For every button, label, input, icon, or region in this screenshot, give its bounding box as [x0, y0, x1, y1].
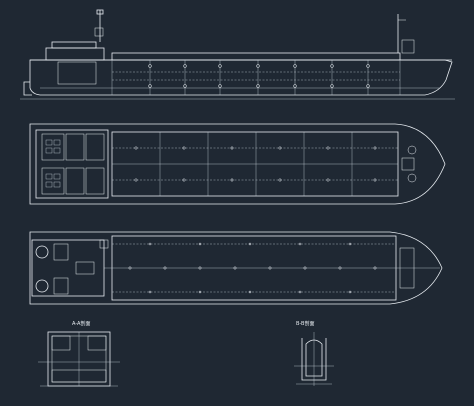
- section-a: A-A剖面: [38, 320, 120, 387]
- profile-superstructure-lower: [45, 47, 105, 61]
- deck-plan-room-6: [85, 167, 105, 195]
- hold-plan-gearbox: [75, 261, 95, 275]
- section-b-inner-shell: [305, 339, 323, 377]
- deck-plan-forecastle-house: [401, 157, 415, 171]
- hold-plan-tank-stbd-aft: [35, 279, 49, 293]
- profile-view: [20, 9, 455, 100]
- deck-plan-hatch-panels: [112, 132, 398, 196]
- hold-plan-outline: [29, 231, 443, 305]
- deck-plan-outline: [29, 123, 446, 205]
- deck-plan-room-2: [65, 133, 85, 161]
- deck-plan-fixtures: [45, 139, 61, 188]
- hold-plan-fore-peak: [399, 247, 415, 289]
- hold-plan-frame-markers: [128, 242, 377, 294]
- deck-plan-room-4: [41, 167, 65, 195]
- profile-superstructure-upper: [51, 41, 97, 49]
- section-a-double-bottom: [51, 369, 107, 383]
- deck-plan-room-1: [41, 133, 65, 161]
- deck-plan-windlass-stbd: [407, 173, 417, 183]
- section-a-wing-tank-port: [51, 335, 71, 351]
- deck-plan-room-3: [85, 133, 105, 161]
- profile-engine-room: [57, 61, 97, 85]
- hold-plan-engine-room: [31, 239, 105, 297]
- deck-plan-room-5: [65, 167, 85, 195]
- profile-hull-outline: [29, 59, 453, 96]
- section-b-title: B-B剖面: [296, 320, 315, 327]
- hold-plan-engine-stbd: [53, 277, 69, 295]
- section-a-title: A-A剖面: [72, 320, 90, 327]
- profile-hatch-coaming: [111, 52, 401, 61]
- deck-plan-windlass-port: [407, 145, 417, 155]
- profile-frame-markers: [148, 64, 370, 88]
- profile-aft-mast-platform: [94, 27, 104, 37]
- profile-rudder: [23, 81, 32, 96]
- deck-plan-panel-markers: [134, 146, 377, 182]
- profile-bulkheads: [111, 60, 401, 95]
- section-a-wing-tank-stbd: [87, 335, 107, 351]
- hold-plan-engine-port: [53, 243, 69, 261]
- profile-aft-mast-top: [96, 9, 104, 15]
- profile-fwd-house: [401, 39, 415, 54]
- hold-plan-tank-port-aft: [35, 245, 49, 259]
- main-deck-plan: [29, 123, 446, 205]
- hold-plan-hatch-small: [99, 239, 109, 249]
- deck-plan-accommodation: [35, 129, 109, 199]
- hold-plan: [29, 231, 443, 305]
- section-b: B-B剖面: [294, 320, 334, 386]
